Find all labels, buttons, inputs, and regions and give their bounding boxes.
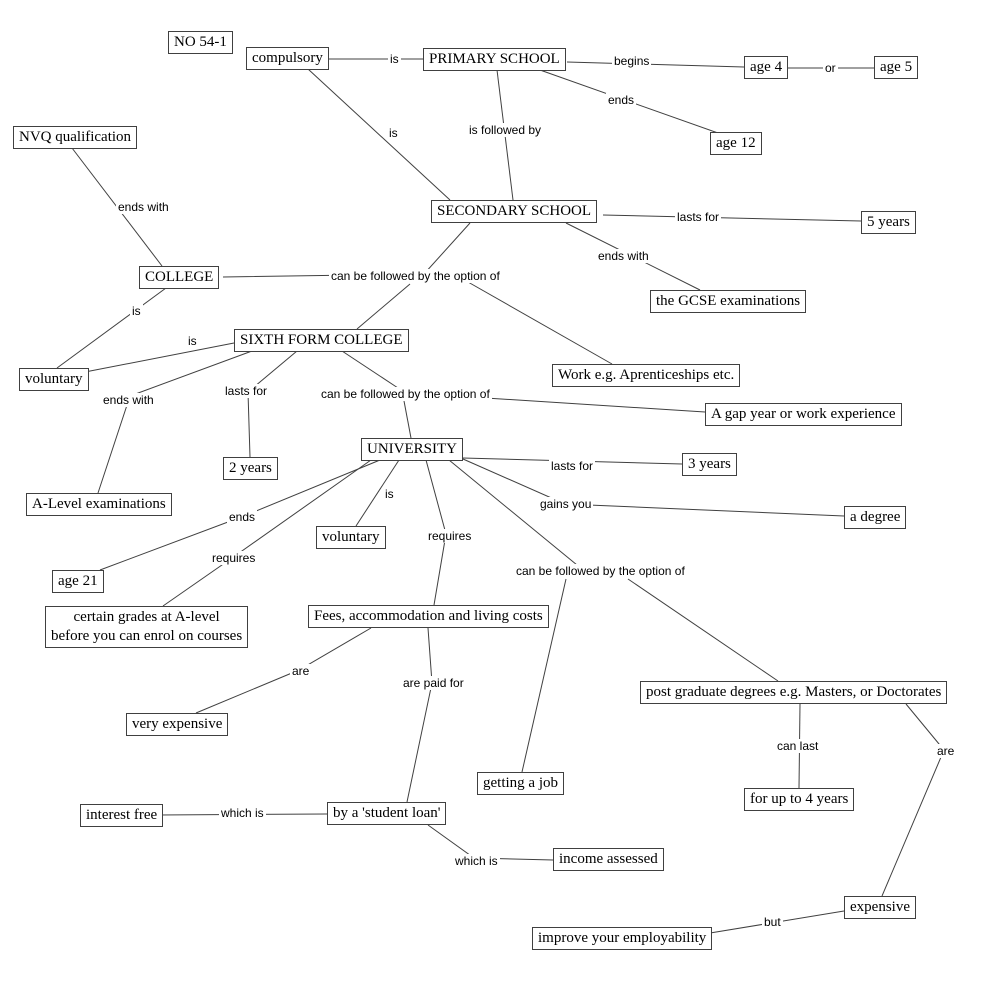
concept-node-age-5[interactable]: age 5 <box>874 56 919 79</box>
connector-line-postgrad-are-expensive <box>881 703 945 897</box>
link-label-requires-1[interactable]: requires <box>426 529 474 543</box>
connector-line-college-is-voluntary <box>56 287 167 369</box>
connector-line-compulsory-is-secondary <box>307 68 451 201</box>
concept-node-age-12[interactable]: age 12 <box>710 132 762 155</box>
link-label-can-last[interactable]: can last <box>775 739 821 753</box>
concept-node-primary-school[interactable]: PRIMARY SCHOOL <box>423 48 566 71</box>
concept-node-secondary-school[interactable]: SECONDARY SCHOOL <box>431 200 598 223</box>
concept-node-a-level-examinations[interactable]: A-Level examinations <box>26 493 172 516</box>
concept-node-gap-year[interactable]: A gap year or work experience <box>705 403 902 426</box>
connector-line-sixthform-is-voluntary <box>84 342 235 373</box>
link-label-ends-2[interactable]: ends <box>227 510 258 524</box>
link-label-is-2[interactable]: is <box>387 126 400 140</box>
connector-line-canbe2-gapyear <box>469 396 706 413</box>
connector-line-sixthform-lastsfor-2years <box>247 350 298 458</box>
link-label-requires-2[interactable]: requires <box>210 551 258 565</box>
connector-line-university-is-voluntary2 <box>355 459 400 527</box>
link-label-begins[interactable]: begins <box>612 54 652 68</box>
link-label-can-be-followed-2[interactable]: can be followed by the option of <box>319 387 492 401</box>
concept-node-student-loan[interactable]: by a 'student loan' <box>327 802 447 825</box>
concept-node-voluntary-2[interactable]: voluntary <box>316 526 386 549</box>
link-label-gains-you[interactable]: gains you <box>538 497 594 511</box>
link-label-is-4[interactable]: is <box>186 334 199 348</box>
concept-node-college[interactable]: COLLEGE <box>139 266 220 289</box>
concept-node-gcse-examinations[interactable]: the GCSE examinations <box>650 290 807 313</box>
connector-line-sixthform-canbe2 <box>341 350 399 389</box>
connector-line-university-gainsyou-degree <box>462 458 845 517</box>
link-label-are-paid-for[interactable]: are paid for <box>401 676 466 690</box>
concept-node-interest-free[interactable]: interest free <box>80 804 164 827</box>
concept-node-no-54-1[interactable]: NO 54-1 <box>168 31 233 54</box>
connector-line-canbe1-work <box>467 281 613 365</box>
link-label-which-is-1[interactable]: which is <box>219 806 266 820</box>
concept-node-improve-employability[interactable]: improve your employability <box>532 927 713 950</box>
concept-node-very-expensive[interactable]: very expensive <box>126 713 229 736</box>
link-label-lasts-for-3[interactable]: lasts for <box>549 459 596 473</box>
link-label-lasts-for-2[interactable]: lasts for <box>223 384 270 398</box>
concept-node-age-21[interactable]: age 21 <box>52 570 104 593</box>
concept-node-compulsory[interactable]: compulsory <box>246 47 329 70</box>
concept-node-postgraduate-degrees[interactable]: post graduate degrees e.g. Masters, or D… <box>640 681 948 704</box>
concept-node-income-assessed[interactable]: income assessed <box>553 848 664 871</box>
link-label-are-1[interactable]: are <box>290 664 312 678</box>
link-label-which-is-2[interactable]: which is <box>453 854 500 868</box>
connector-line-canbe1-sixthform <box>356 283 411 330</box>
concept-node-two-years[interactable]: 2 years <box>223 457 278 480</box>
link-label-can-be-followed-1[interactable]: can be followed by the option of <box>329 269 502 283</box>
connector-line-fees-paidfor-studentloan <box>406 627 433 803</box>
link-label-ends-with-1[interactable]: ends with <box>116 200 171 214</box>
concept-node-a-degree[interactable]: a degree <box>844 506 907 529</box>
connector-line-primary-begins-age4 <box>566 61 745 68</box>
concept-node-expensive[interactable]: expensive <box>844 896 916 919</box>
link-label-ends-with-3[interactable]: ends with <box>101 393 156 407</box>
concept-node-age-4[interactable]: age 4 <box>744 56 789 79</box>
link-label-is-5[interactable]: is <box>383 487 396 501</box>
link-label-can-be-followed-3[interactable]: can be followed by the option of <box>514 564 687 578</box>
link-label-ends-with-2[interactable]: ends with <box>596 249 651 263</box>
connector-line-canbe3-gettingjob <box>521 578 567 773</box>
concept-node-work-apprenticeships[interactable]: Work e.g. Aprenticeships etc. <box>552 364 741 387</box>
concept-node-certain-grades[interactable]: certain grades at A-level before you can… <box>45 606 249 648</box>
concept-node-voluntary-1[interactable]: voluntary <box>19 368 89 391</box>
concept-node-up-to-4-years[interactable]: for up to 4 years <box>744 788 855 811</box>
link-label-ends-1[interactable]: ends <box>606 93 637 107</box>
link-label-are-2[interactable]: are <box>935 744 957 758</box>
connector-line-canbe2-university <box>403 400 412 439</box>
link-label-but[interactable]: but <box>762 915 783 929</box>
link-label-is-followed-by[interactable]: is followed by <box>467 123 544 137</box>
concept-node-sixth-form-college[interactable]: SIXTH FORM COLLEGE <box>234 329 409 352</box>
connector-line-secondary-lastsfor-5years <box>602 214 862 222</box>
concept-node-university[interactable]: UNIVERSITY <box>361 438 463 461</box>
concept-node-fees-costs[interactable]: Fees, accommodation and living costs <box>308 605 549 628</box>
link-label-is-3[interactable]: is <box>130 304 143 318</box>
link-label-is-1[interactable]: is <box>388 52 401 66</box>
concept-node-five-years[interactable]: 5 years <box>861 211 916 234</box>
concept-node-three-years[interactable]: 3 years <box>682 453 737 476</box>
link-label-or[interactable]: or <box>823 61 838 75</box>
connector-line-canbe3-postgrad <box>627 578 779 682</box>
connector-line-university-canbe3 <box>448 459 578 566</box>
concept-node-nvq-qualification[interactable]: NVQ qualification <box>13 126 138 149</box>
concept-node-getting-a-job[interactable]: getting a job <box>477 772 564 795</box>
link-label-lasts-for-1[interactable]: lasts for <box>675 210 722 224</box>
